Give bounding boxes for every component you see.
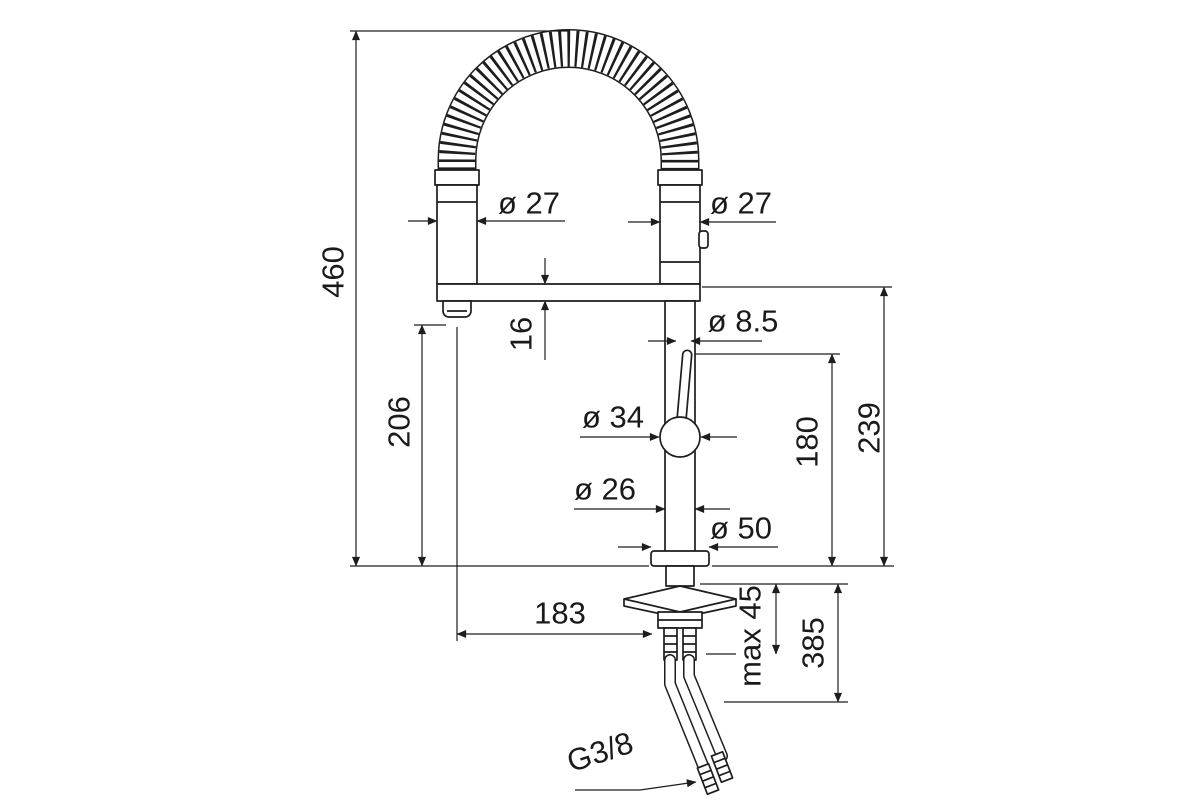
- hose-collar-right: [657, 169, 703, 186]
- ball-joint: [659, 416, 701, 458]
- dim-label-crossbar-thickness: 16: [504, 317, 539, 351]
- flex-spring-hose: [434, 29, 703, 186]
- dim-label-riser-diameter: ø 27: [710, 186, 772, 221]
- spray-head: [436, 184, 478, 285]
- dimension-annotations: 460 206 16 ø 27 ø 27 ø 8.5 ø 34 ø 26 ø 5…: [316, 30, 894, 791]
- supply-hoses: [664, 654, 734, 796]
- dim-label-lever-pin-diameter: ø 8.5: [708, 304, 779, 339]
- dim-label-spout-height: 206: [382, 396, 417, 448]
- dim-label-base-diameter: ø 50: [710, 511, 772, 546]
- dim-label-below-counter-length: 385: [796, 617, 831, 669]
- dim-label-max-counter-thickness: max 45: [733, 585, 768, 687]
- dim-label-lever-height: 180: [790, 416, 825, 468]
- hose-fitting-left: [696, 762, 720, 796]
- dim-label-spout-reach: 183: [534, 596, 586, 631]
- dim-label-spout-connection-height: 239: [852, 402, 887, 454]
- riser-column: [659, 184, 709, 285]
- escutcheon-plate: [623, 585, 737, 613]
- crossbar: [436, 283, 701, 302]
- spray-toggle-button: [698, 230, 709, 249]
- dim-label-body-diameter: ø 26: [574, 472, 636, 507]
- dim-label-total-height: 460: [316, 246, 351, 298]
- spray-nozzle: [442, 300, 472, 318]
- dim-label-ball-joint-diameter: ø 34: [582, 400, 644, 435]
- hose-collar-left: [434, 169, 480, 186]
- undercounter-hardware: [623, 565, 737, 661]
- dim-label-supply-thread: G3/8: [563, 725, 638, 779]
- dim-label-spray-hose-diameter: ø 27: [498, 186, 560, 221]
- base-flange: [650, 550, 710, 567]
- hose-fitting-right: [710, 750, 734, 784]
